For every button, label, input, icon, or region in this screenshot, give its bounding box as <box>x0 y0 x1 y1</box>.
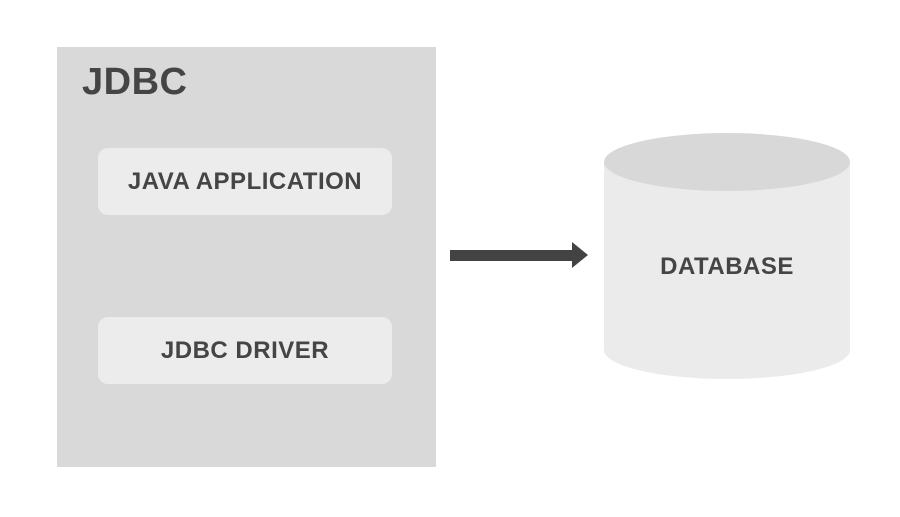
jdbc-container: JDBC JAVA APPLICATION JDBC DRIVER <box>57 47 436 467</box>
database-cylinder: DATABASE <box>604 133 850 379</box>
database-cylinder-body <box>604 162 850 379</box>
java-application-node: JAVA APPLICATION <box>98 148 392 215</box>
arrow-right-icon <box>572 242 588 268</box>
jdbc-driver-node: JDBC DRIVER <box>98 317 392 384</box>
arrow-shaft <box>450 250 574 261</box>
jdbc-driver-label: JDBC DRIVER <box>160 336 330 364</box>
jdbc-title: JDBC <box>82 61 188 103</box>
java-application-label: JAVA APPLICATION <box>127 167 363 195</box>
database-label: DATABASE <box>660 253 794 280</box>
database-cylinder-top <box>604 133 850 191</box>
